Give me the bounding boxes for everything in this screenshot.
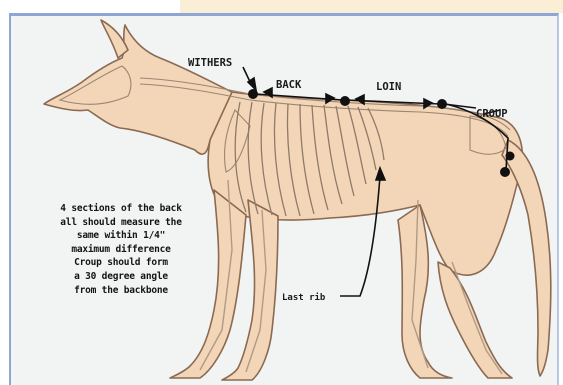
note-line: 4 sections of the back <box>30 202 212 216</box>
label-last-rib: Last rib <box>282 292 326 303</box>
note-line: all should measure the <box>30 216 212 230</box>
measurement-note: 4 sections of the back all should measur… <box>30 202 212 297</box>
croup-point-lower <box>500 167 510 177</box>
note-line: maximum difference <box>30 243 212 257</box>
note-line: a 30 degree angle <box>30 270 212 284</box>
last-rib-point <box>377 175 383 181</box>
note-line: from the backbone <box>30 284 212 298</box>
withers-point <box>248 89 258 99</box>
loin-point <box>437 99 447 109</box>
dog-silhouette <box>44 20 551 380</box>
croup-point-upper <box>506 152 515 161</box>
label-withers: WITHERS <box>188 57 232 69</box>
label-croup: CROUP <box>476 108 508 120</box>
note-line: Croup should form <box>30 256 212 270</box>
back-point <box>340 96 350 106</box>
label-loin: LOIN <box>376 81 401 93</box>
note-line: same within 1/4" <box>30 229 212 243</box>
label-back: BACK <box>276 79 302 91</box>
